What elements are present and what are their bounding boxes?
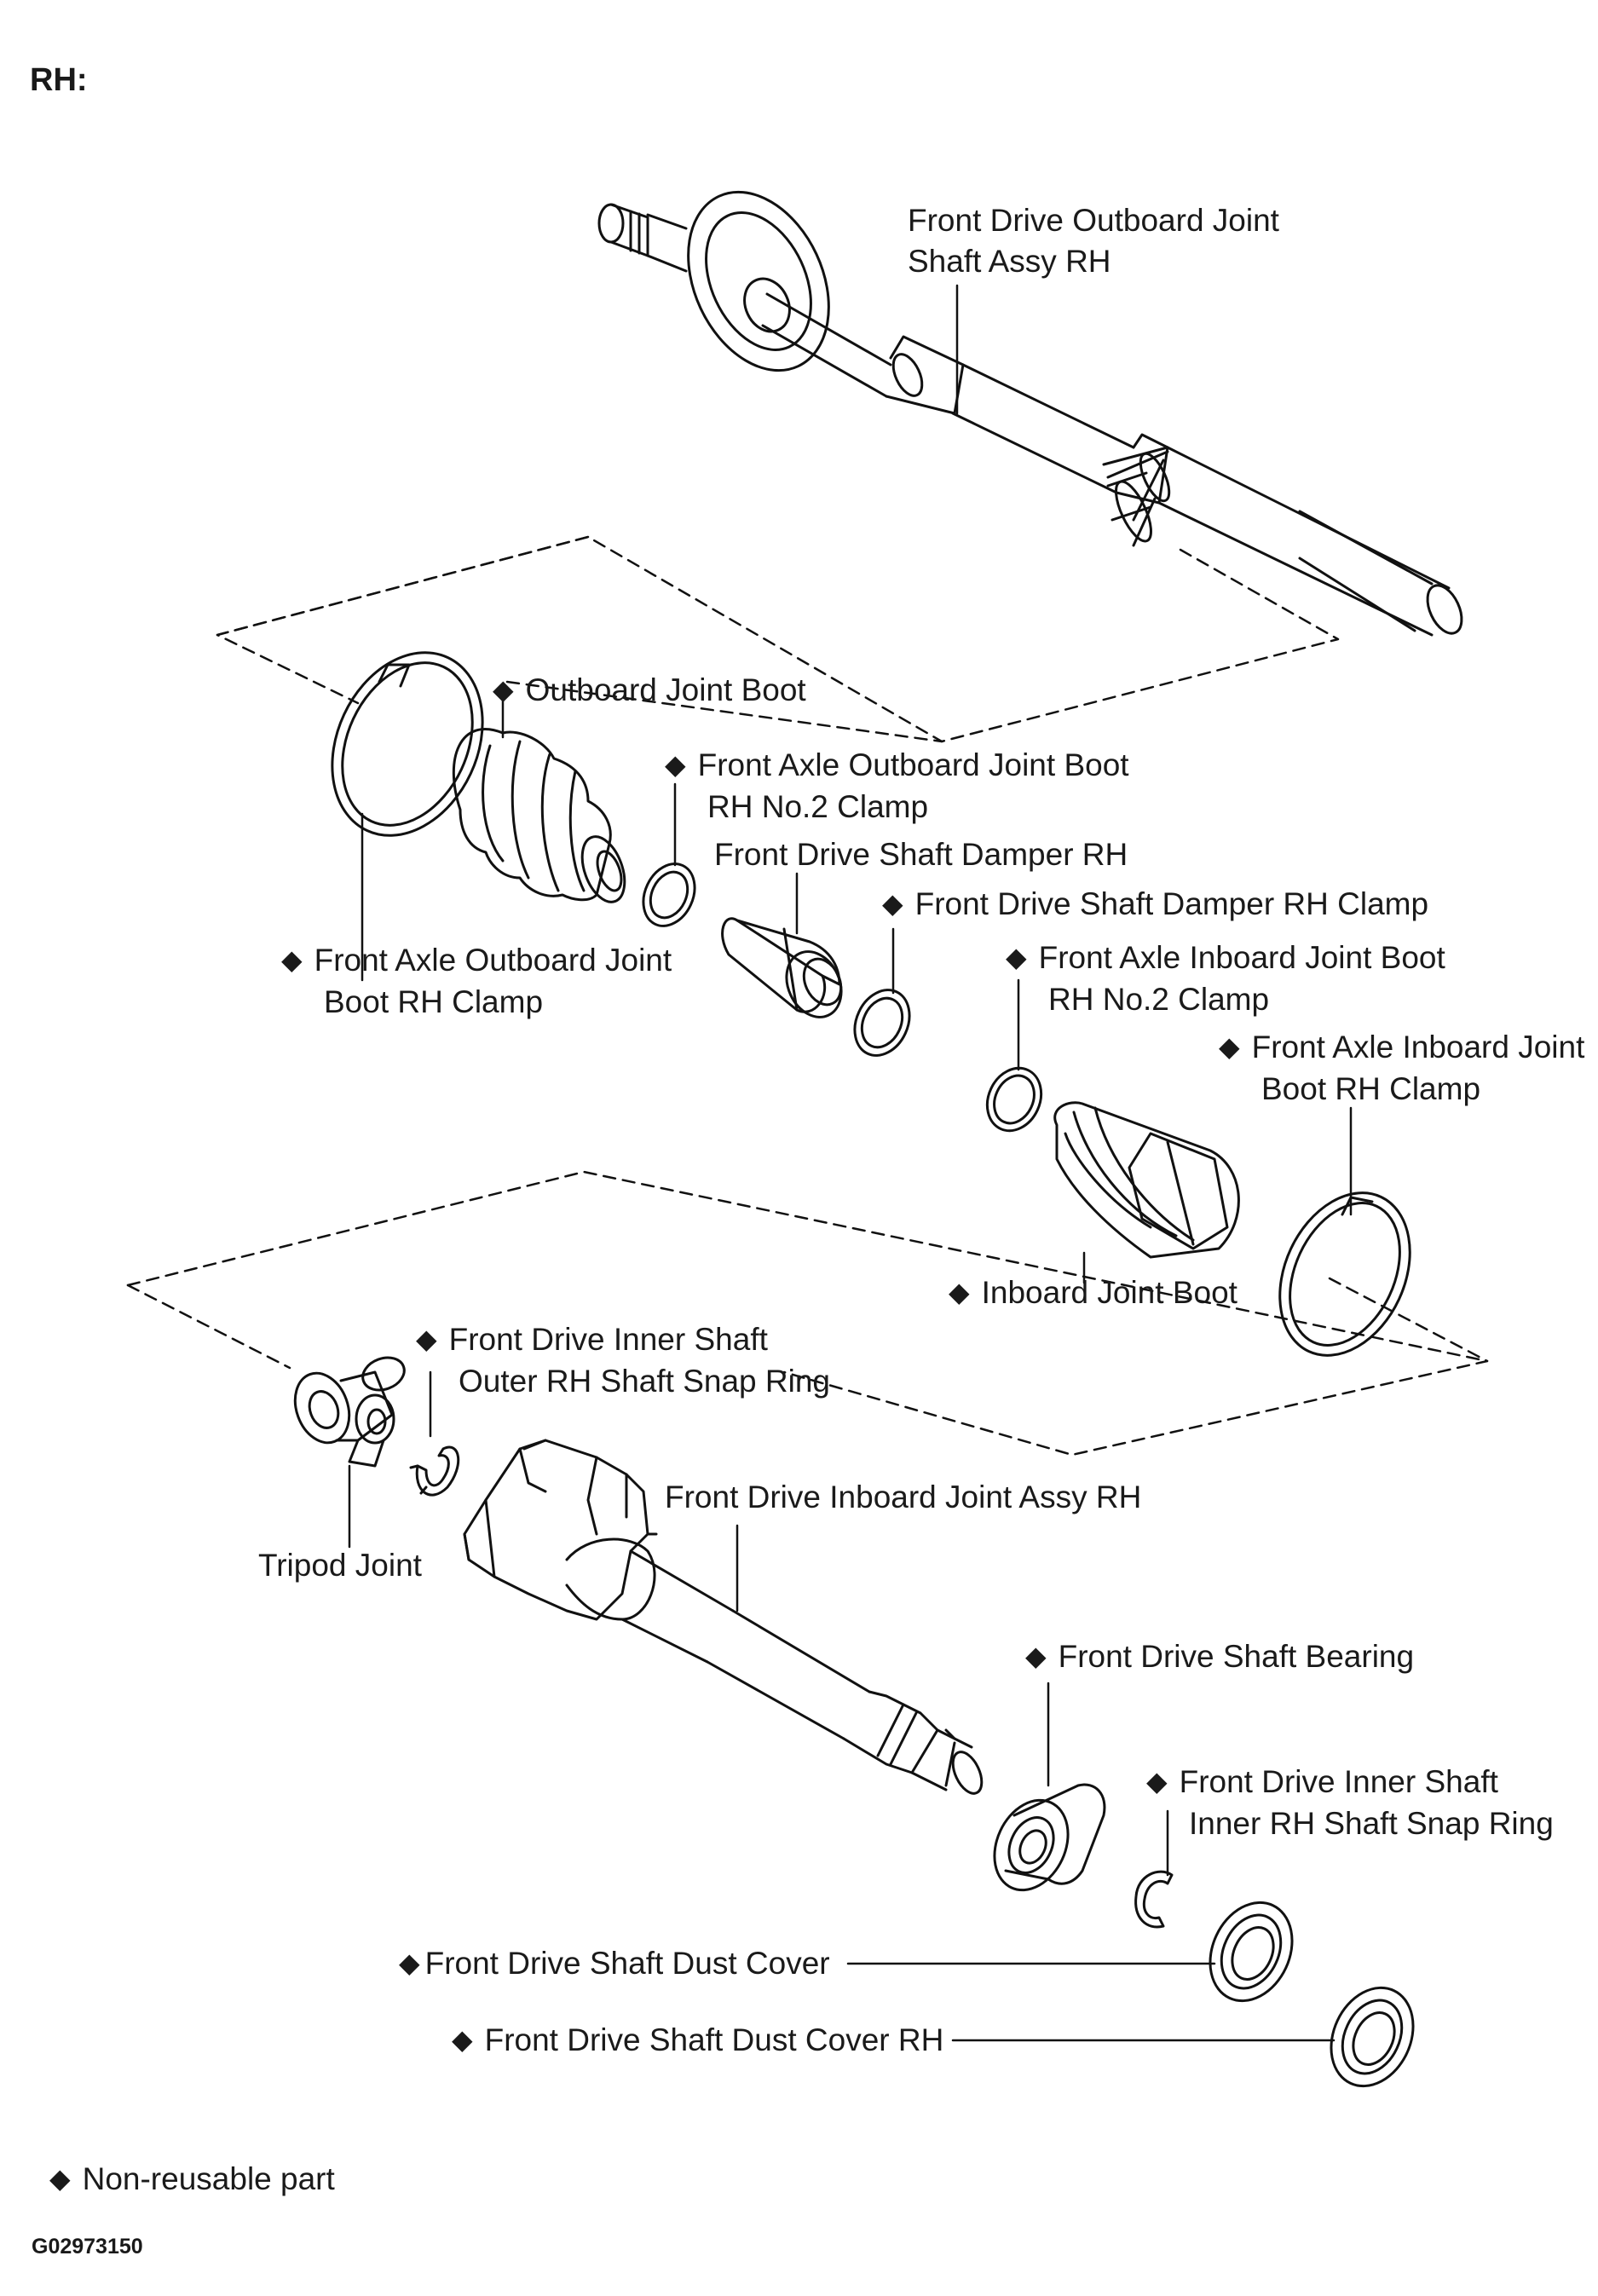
label-outboard-no2-clamp-line1: Front Axle Outboard Joint Boot <box>697 747 1129 782</box>
diamond-icon: ◆ <box>665 749 686 780</box>
assembly-guide-lines <box>126 535 1489 1457</box>
outboard-boot-rh-clamp <box>331 651 484 837</box>
figure-code: G02973150 <box>32 2235 143 2259</box>
inboard-boot-rh-clamp <box>1278 1191 1411 1357</box>
legend: ◆ Non-reusable part <box>49 2159 335 2201</box>
label-tripod-joint: Tripod Joint <box>258 1548 422 1583</box>
outboard-no2-clamp <box>642 862 696 927</box>
label-inner-snap-ring-line2: Inner RH Shaft Snap Ring <box>1189 1806 1554 1841</box>
legend-text: Non-reusable part <box>82 2161 335 2196</box>
label-outboard-joint-boot-text: Outboard Joint Boot <box>525 672 806 707</box>
diamond-icon: ◆ <box>399 1947 420 1978</box>
label-dust-cover-rh-text: Front Drive Shaft Dust Cover RH <box>484 2022 944 2057</box>
diamond-icon: ◆ <box>1025 1641 1047 1671</box>
label-outboard-shaft-assy-line2: Shaft Assy RH <box>908 244 1111 279</box>
label-outboard-shaft-assy-line1: Front Drive Outboard Joint <box>908 203 1279 238</box>
inboard-no2-clamp <box>985 1066 1043 1133</box>
diamond-icon: ◆ <box>416 1324 437 1354</box>
label-inner-snap-ring: ◆ Front Drive Inner Shaft Inner RH Shaft … <box>1146 1762 1554 1844</box>
label-outer-snap-ring-line2: Outer RH Shaft Snap Ring <box>459 1364 830 1399</box>
label-inner-snap-ring-line1: Front Drive Inner Shaft <box>1179 1764 1498 1799</box>
label-inboard-boot-clamp: ◆ Front Axle Inboard Joint Boot RH Clamp <box>1219 1027 1584 1110</box>
label-outboard-boot-clamp-line2: Boot RH Clamp <box>324 984 544 1019</box>
dust-cover-rh <box>1330 1986 1415 2088</box>
label-outboard-joint-boot: ◆ Outboard Joint Boot <box>493 670 806 712</box>
label-damper: Front Drive Shaft Damper RH <box>714 837 1128 872</box>
label-damper-clamp: ◆ Front Drive Shaft Damper RH Clamp <box>882 884 1428 926</box>
inner-rh-shaft-snap-ring <box>1134 1870 1174 1929</box>
diamond-icon: ◆ <box>949 1277 970 1307</box>
diamond-icon: ◆ <box>882 888 903 919</box>
outboard-joint-boot <box>452 728 626 903</box>
label-inboard-no2-clamp: ◆ Front Axle Inboard Joint Boot RH No.2 C… <box>1006 937 1445 1020</box>
label-inboard-joint-assy: Front Drive Inboard Joint Assy RH <box>665 1480 1142 1514</box>
label-damper-clamp-text: Front Drive Shaft Damper RH Clamp <box>914 886 1429 921</box>
diamond-icon: ◆ <box>1146 1766 1168 1797</box>
label-bearing: ◆ Front Drive Shaft Bearing <box>1025 1636 1414 1678</box>
label-outer-snap-ring-line1: Front Drive Inner Shaft <box>448 1322 768 1357</box>
diamond-icon: ◆ <box>49 2163 71 2194</box>
label-dust-cover: ◆Front Drive Shaft Dust Cover <box>399 1943 830 1985</box>
diamond-icon: ◆ <box>452 2024 473 2055</box>
diamond-icon: ◆ <box>1006 942 1027 972</box>
label-outboard-boot-clamp-line1: Front Axle Outboard Joint <box>314 943 672 978</box>
label-outboard-no2-clamp: ◆ Front Axle Outboard Joint Boot RH No.2 … <box>665 745 1129 828</box>
label-inboard-boot-clamp-line1: Front Axle Inboard Joint <box>1251 1030 1585 1064</box>
tripod-joint <box>293 1356 406 1468</box>
drive-shaft-bearing <box>993 1783 1106 1892</box>
damper-clamp <box>853 989 911 1057</box>
label-inboard-no2-clamp-line2: RH No.2 Clamp <box>1048 982 1270 1017</box>
label-bearing-text: Front Drive Shaft Bearing <box>1058 1639 1415 1674</box>
outboard-joint-shaft-assy <box>597 190 1463 637</box>
leader-lines <box>348 284 1353 2042</box>
label-outboard-no2-clamp-line2: RH No.2 Clamp <box>707 789 929 824</box>
inboard-joint-assy <box>463 1439 984 1795</box>
drive-shaft-damper <box>721 917 843 1018</box>
label-inboard-boot-clamp-line2: Boot RH Clamp <box>1261 1071 1481 1106</box>
diamond-icon: ◆ <box>281 944 303 975</box>
inboard-joint-boot <box>1053 1101 1240 1259</box>
dust-cover <box>1209 1901 1294 2003</box>
label-inboard-joint-boot: ◆ Inboard Joint Boot <box>949 1272 1237 1314</box>
outer-rh-shaft-snap-ring <box>409 1445 460 1497</box>
label-inboard-no2-clamp-line1: Front Axle Inboard Joint Boot <box>1038 940 1445 975</box>
label-dust-cover-rh: ◆ Front Drive Shaft Dust Cover RH <box>452 2020 943 2062</box>
label-outboard-shaft-assy: Front Drive Outboard Joint Shaft Assy RH <box>908 200 1279 282</box>
diamond-icon: ◆ <box>1219 1031 1240 1062</box>
label-outboard-boot-clamp: ◆ Front Axle Outboard Joint Boot RH Clamp <box>281 940 672 1023</box>
diamond-icon: ◆ <box>493 674 514 705</box>
label-dust-cover-text: Front Drive Shaft Dust Cover <box>424 1946 830 1981</box>
page-title: RH: <box>30 62 88 98</box>
label-outer-snap-ring: ◆ Front Drive Inner Shaft Outer RH Shaft … <box>416 1319 830 1402</box>
label-inboard-joint-boot-text: Inboard Joint Boot <box>981 1275 1237 1310</box>
